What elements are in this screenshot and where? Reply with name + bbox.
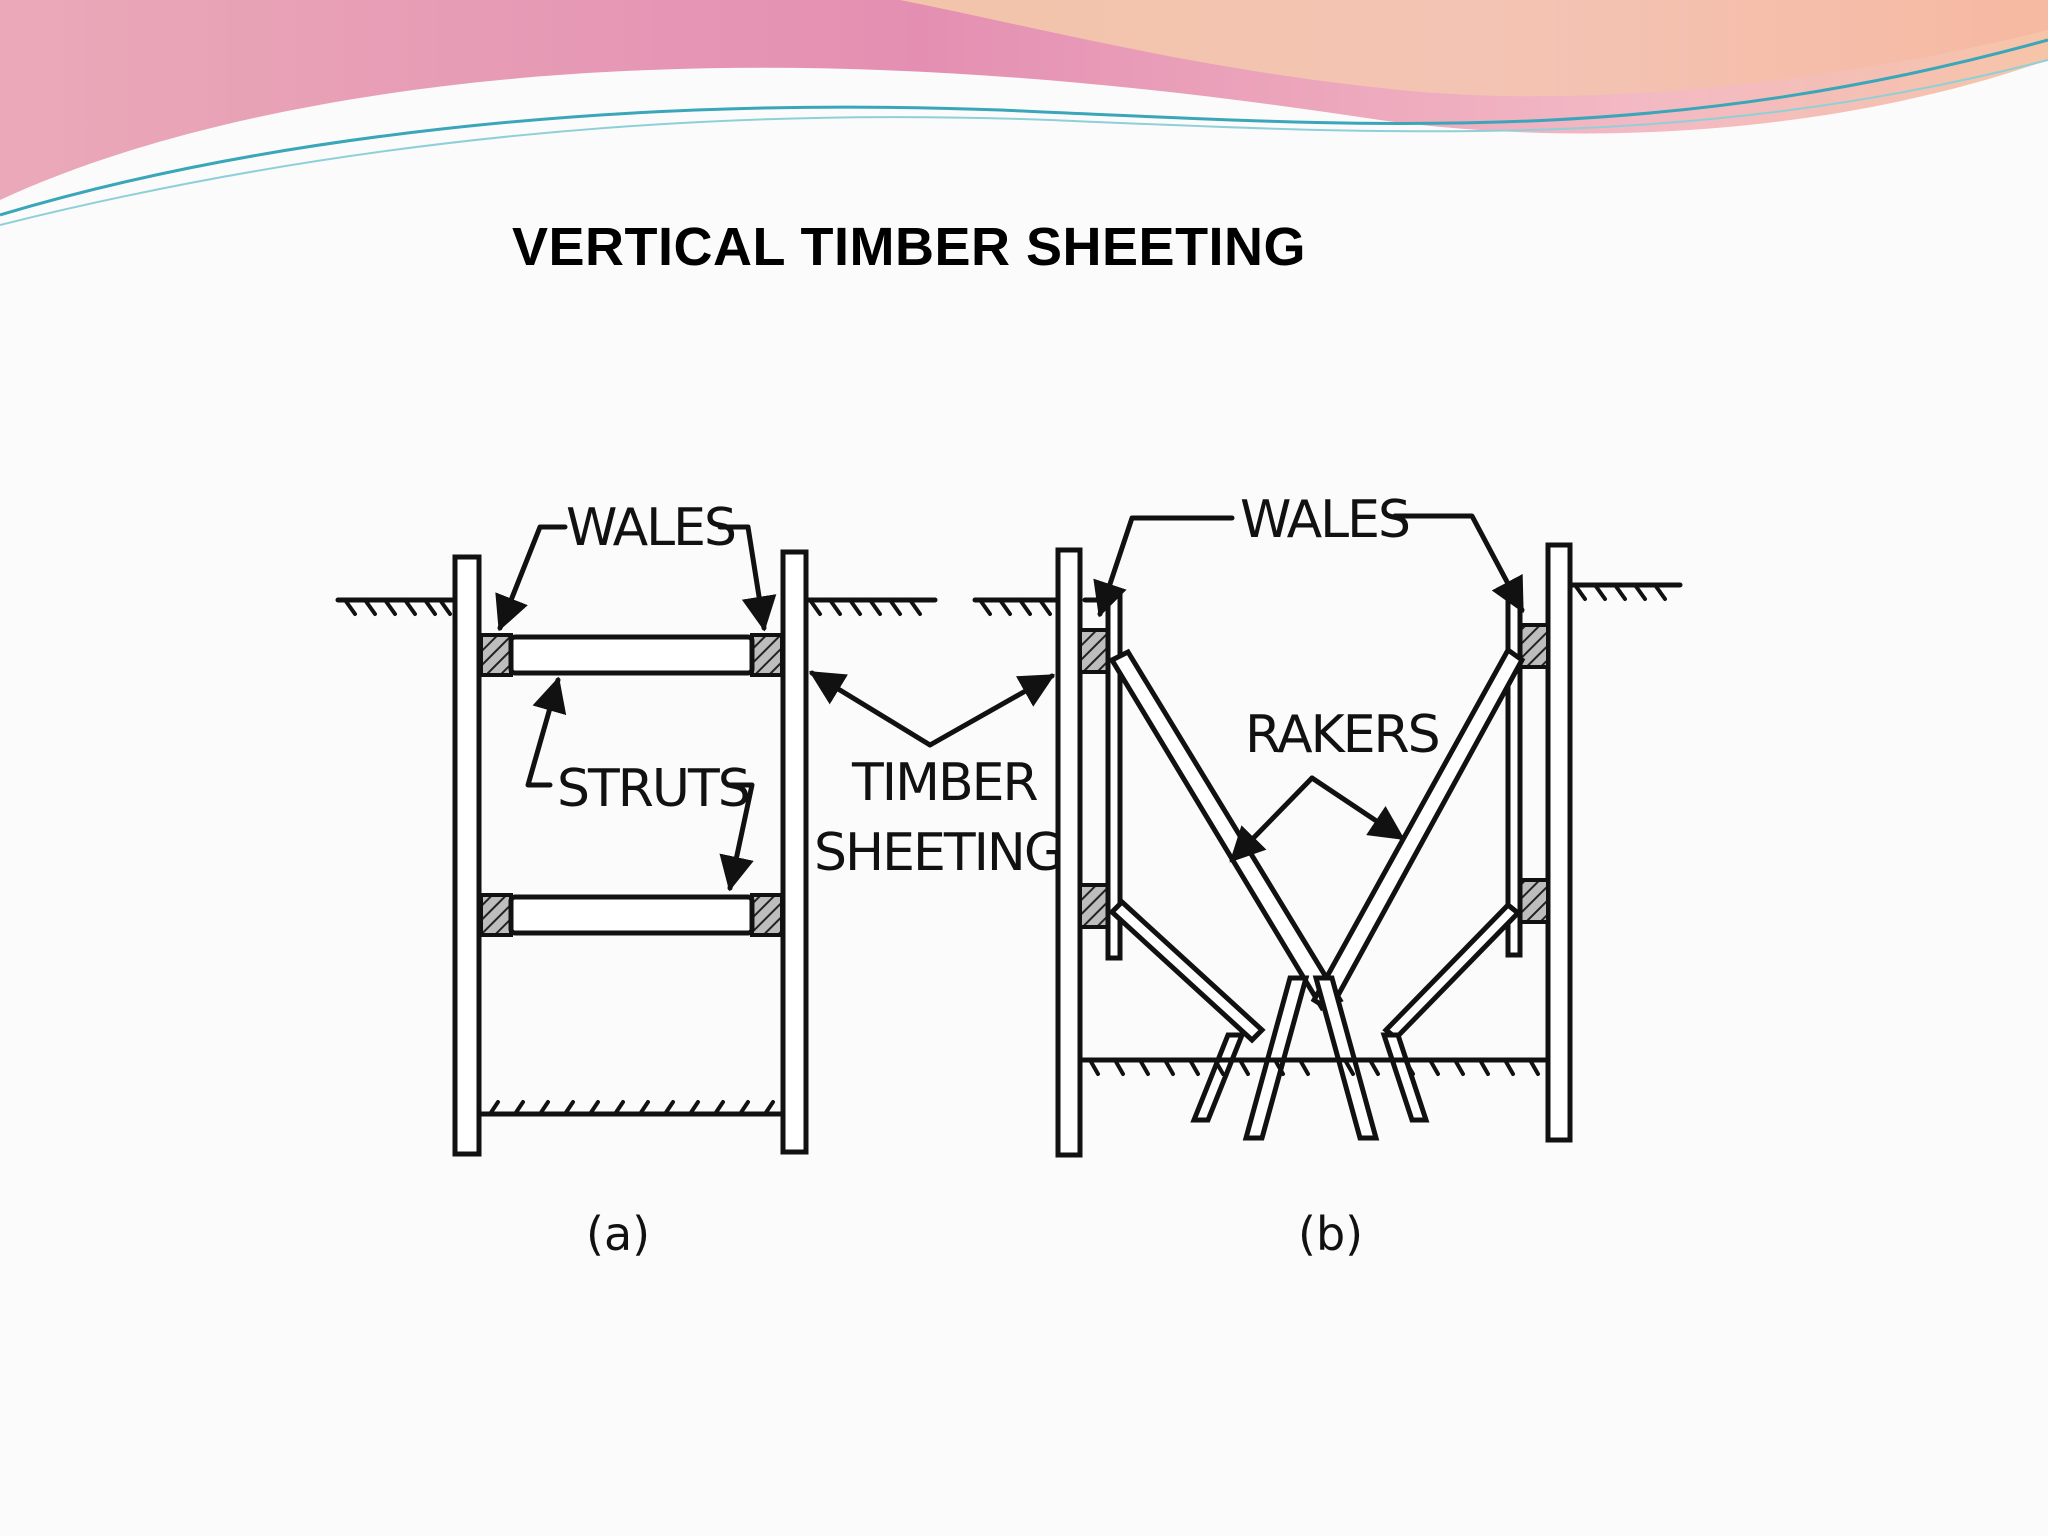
- ground-surface-b: [972, 582, 1683, 616]
- timber-sheeting-right-b: [1545, 542, 1573, 1143]
- wale-lower-right-b: [1518, 878, 1550, 924]
- wale-lower-left-a: [479, 893, 513, 937]
- caption-a: (a): [586, 1207, 650, 1261]
- ground-surface-a: [335, 597, 938, 616]
- slide-title: VERTICAL TIMBER SHEETING: [512, 217, 1307, 277]
- rakers-arrow-right: [1309, 775, 1405, 841]
- strut-lower-a: [508, 894, 755, 936]
- wales-label-b: WALES: [1240, 490, 1409, 550]
- raker-short-left-b: [1108, 898, 1266, 1044]
- rakers-arrow-left: [1229, 775, 1315, 863]
- timber-sheeting-right-a: [780, 549, 809, 1155]
- wale-upper-right-a: [750, 633, 784, 677]
- timber-label-line2: SHEETING: [814, 823, 1062, 883]
- diagram-a: WALES STRUTS TIMBER SHEETING (a): [335, 498, 1064, 1261]
- timber-sheeting-left-a: [452, 554, 482, 1157]
- raker-long-right-b: [1310, 646, 1526, 1014]
- raker-short-right-b: [1382, 901, 1522, 1042]
- header-wave-decoration: [0, 0, 2048, 226]
- struts-leader-upper-a: [525, 676, 567, 788]
- timber-arrow-left: [809, 670, 933, 748]
- wales-leader-left-b: [1093, 515, 1235, 618]
- wale-lower-left-b: [1078, 883, 1110, 929]
- wale-upper-left-b: [1078, 628, 1110, 674]
- wales-leader-right-a: [717, 524, 777, 632]
- stake-right-outer-b: [1380, 1032, 1430, 1123]
- caption-b: (b): [1298, 1207, 1363, 1261]
- diagram-b: WALES RAKERS (b): [972, 490, 1683, 1261]
- wales-leader-right-b: [1392, 513, 1525, 614]
- timber-arrow-right: [927, 673, 1056, 748]
- struts-leader-lower-a: [719, 782, 755, 892]
- struts-label-a: STRUTS: [557, 759, 749, 819]
- timber-sheeting-left-b: [1055, 547, 1083, 1158]
- excavation-base-a: [477, 1100, 785, 1117]
- wale-lower-right-a: [750, 893, 784, 937]
- wale-upper-left-a: [479, 633, 513, 677]
- timber-label-line1: TIMBER: [851, 753, 1037, 813]
- wales-leader-left-a: [495, 524, 568, 632]
- excavation-base-b: [1077, 1057, 1551, 1076]
- wales-label-a: WALES: [566, 498, 735, 558]
- strut-upper-a: [508, 634, 755, 676]
- stake-left-outer-b: [1190, 1032, 1246, 1123]
- rakers-label-b: RAKERS: [1245, 705, 1439, 765]
